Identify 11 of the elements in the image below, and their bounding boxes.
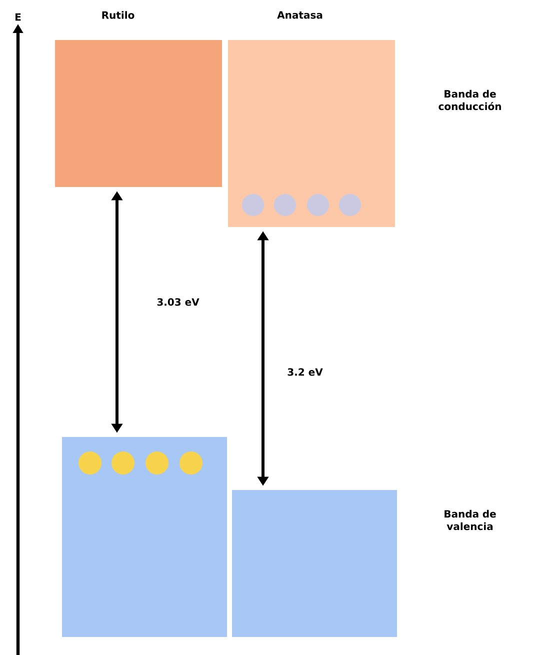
band-box: [62, 437, 227, 637]
band-box: [228, 40, 395, 227]
gap-label: 3.2 eV: [286, 367, 324, 377]
column-heading: Anatasa: [277, 11, 322, 19]
band-box: [55, 40, 222, 187]
column-heading: Rutilo: [102, 11, 134, 19]
axis-label: E: [16, 13, 21, 21]
band-label: Banda de conducción: [438, 90, 501, 110]
gap-label: 3.03 eV: [156, 297, 200, 307]
band-box: [232, 490, 397, 637]
band-label: Banda de valencia: [444, 510, 496, 530]
